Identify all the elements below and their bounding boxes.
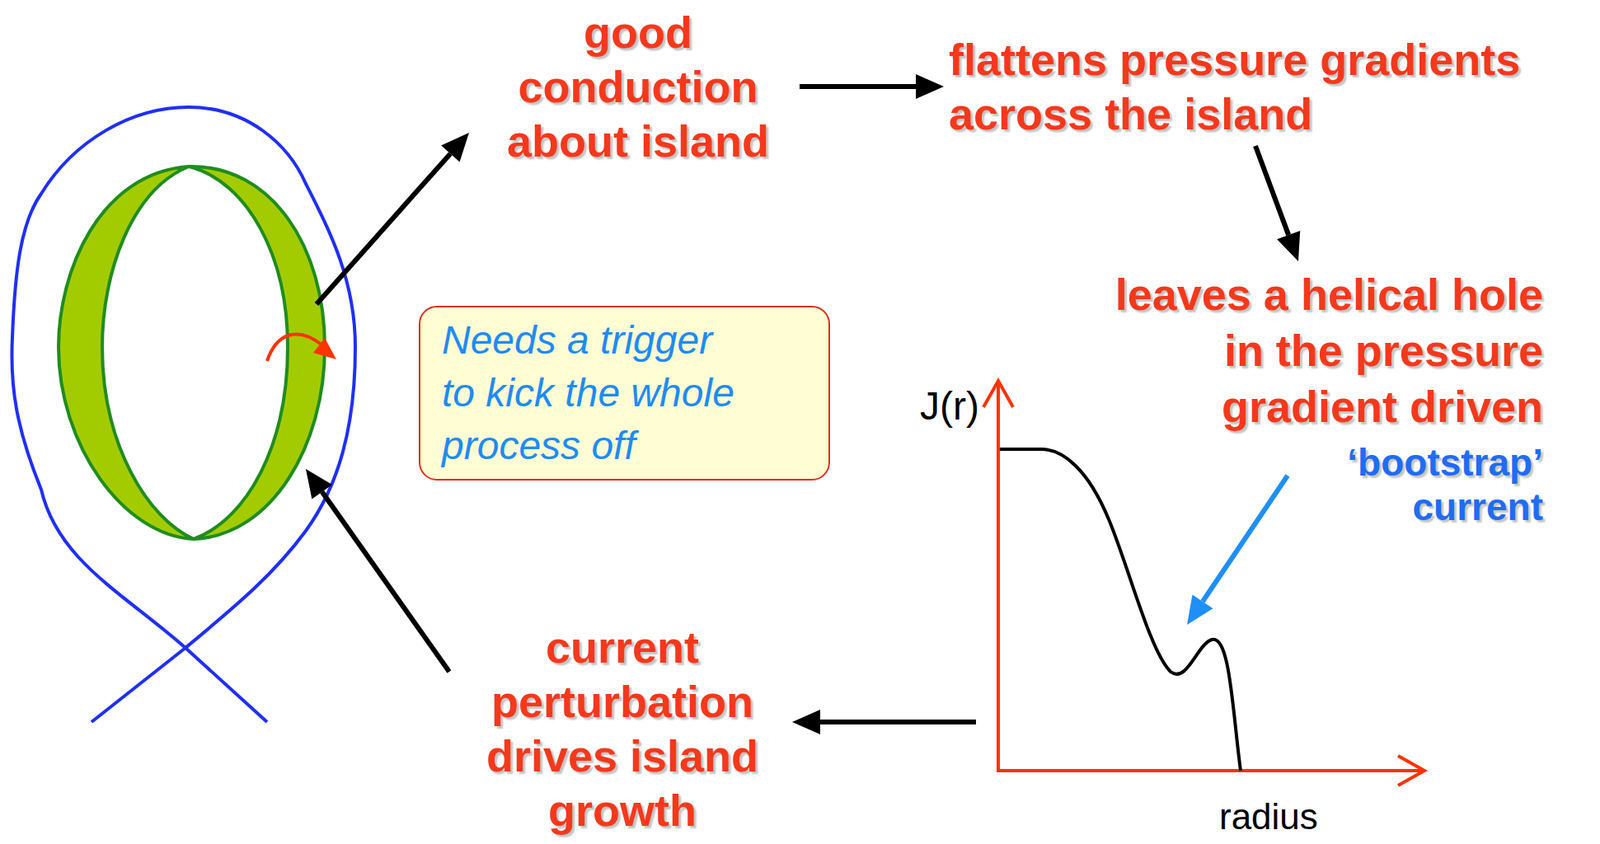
current-profile xyxy=(999,449,1241,771)
y-axis-head xyxy=(983,380,1014,408)
node-text: leaves a helical hole in the pressure gr… xyxy=(1081,266,1544,435)
magnetic-island xyxy=(58,166,325,540)
note-box: Needs a trigger to kick the whole proces… xyxy=(418,305,831,481)
flux-surface xyxy=(11,107,356,723)
connector-line xyxy=(799,84,916,90)
leader-arrow-head xyxy=(305,469,333,500)
node-text: radius xyxy=(1219,793,1319,840)
process-text: current perturbation drives island growt… xyxy=(457,619,788,838)
node-text: flattens pressure gradients across the i… xyxy=(948,32,1576,141)
flow-arrow-head xyxy=(313,337,337,360)
node-text: good conduction about island xyxy=(481,4,795,169)
process-text: flattens pressure gradients across the i… xyxy=(948,32,1576,141)
leader-arrow-head xyxy=(1187,594,1214,625)
arrow-head xyxy=(915,74,944,99)
leader-arrow-head xyxy=(441,132,470,162)
flow-connector xyxy=(1255,145,1300,262)
x-axis xyxy=(996,769,1423,773)
current-graph: J(r)radius xyxy=(980,375,1435,792)
connector-line xyxy=(1255,145,1289,235)
x-axis-head xyxy=(1398,755,1425,786)
node-text: current perturbation drives island growt… xyxy=(457,619,788,838)
flow-connector xyxy=(792,709,976,735)
node-text: J(r) xyxy=(919,383,980,430)
leader-arrow xyxy=(322,492,450,672)
leader-arrow xyxy=(316,153,451,305)
node-text: Needs a trigger to kick the whole proces… xyxy=(441,314,746,473)
arrow-head xyxy=(792,709,821,735)
y-axis xyxy=(996,382,1000,771)
process-text: leaves a helical hole in the pressure gr… xyxy=(1081,266,1544,530)
process-text: good conduction about island xyxy=(481,4,795,169)
flow-arrow xyxy=(267,334,322,362)
arrow-head xyxy=(1276,230,1300,262)
leader-arrow xyxy=(1202,475,1288,602)
flow-connector xyxy=(799,74,944,99)
connector-line xyxy=(820,719,976,725)
node-text: ‘bootstrap’ current xyxy=(1328,440,1544,530)
